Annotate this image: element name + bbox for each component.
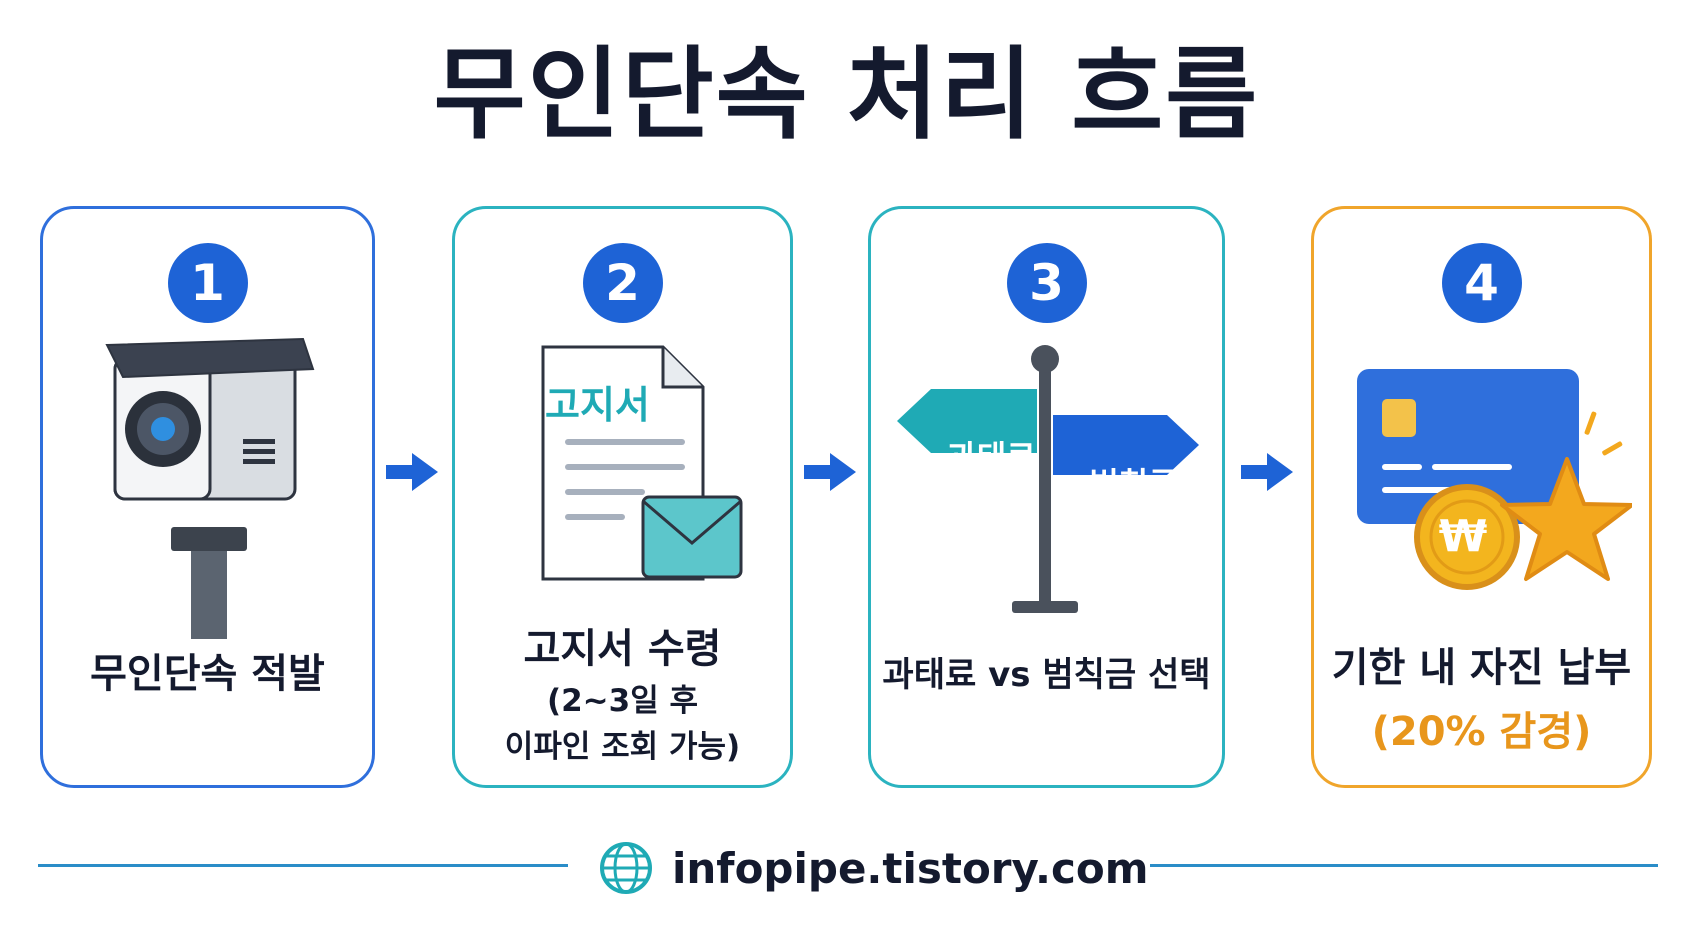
footer: infopipe.tistory.com [598,838,1149,898]
step-card-1: 1 무인단속 적발 [40,206,375,788]
step-card-2: 2 고지서 고지서 수령 (2~3일 후 이파인 조회 가능) [452,206,793,788]
sign-right-label: 범칙금 [1089,465,1178,503]
globe-icon [600,842,652,894]
page-title: 무인단속 처리 흐름 [433,36,1260,153]
footer-divider-right [1150,864,1658,867]
footer-divider-left [38,864,568,867]
step-card-3: 3 과태료 범칙금 과태료 vs 범칙금 선택 [868,206,1225,788]
arrow-right-icon [804,453,856,491]
sign-left-label: 과태료 [947,438,1036,476]
step-sub-4: (20% 감경) [1371,709,1592,755]
step-label-2: 고지서 수령 [523,626,722,672]
document-label: 고지서 [545,383,650,427]
step-sub-2b: 이파인 조회 가능) [504,729,741,765]
notice-illustration [455,329,790,649]
step-card-4: 4 ₩ 기한 내 자진 납부 (20% 감경) [1311,206,1652,788]
card-coin-star-icon [1356,369,1632,590]
signpost-illustration [871,329,1222,649]
step-label-3: 과태료 vs 범칙금 선택 [882,655,1211,695]
speed-camera-icon [104,337,314,639]
signpost-icon [896,345,1199,613]
step-sub-2a: (2~3일 후 [546,683,699,719]
step-label-4: 기한 내 자진 납부 [1331,645,1632,691]
step-number-2: 2 [582,243,663,323]
footer-url[interactable]: infopipe.tistory.com [672,843,1149,893]
step-number-1: 1 [167,243,248,323]
document-envelope-icon [541,345,742,581]
step-number-4: 4 [1441,243,1522,323]
coin-symbol: ₩ [1438,511,1488,562]
arrow-right-icon [386,453,438,491]
arrow-right-icon [1241,453,1293,491]
step-number-3: 3 [1006,243,1087,323]
step-label-1: 무인단속 적발 [90,651,325,697]
payment-illustration [1314,329,1649,649]
camera-illustration [43,329,372,649]
